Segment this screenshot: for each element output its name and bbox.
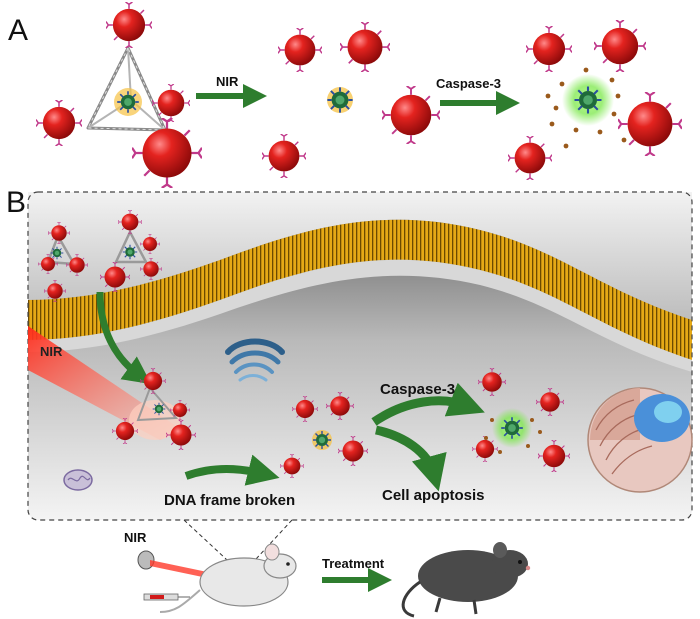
treatment-label: Treatment	[322, 556, 385, 571]
laser-label: NIR	[40, 344, 63, 359]
green-core-icon	[326, 86, 354, 114]
golgi-icon	[225, 338, 285, 382]
green-core-icon	[573, 85, 603, 115]
fragment-dots	[545, 67, 627, 149]
nanoparticle-icon	[106, 2, 152, 48]
bottom-nir-label: NIR	[124, 530, 147, 545]
intracellular-released	[280, 392, 368, 478]
arrow-caspase-label: Caspase-3	[436, 76, 501, 91]
green-core-icon	[500, 416, 524, 440]
intracellular-activated	[472, 368, 570, 472]
nanoparticle-icon	[262, 134, 306, 178]
treatment-arrow: Treatment	[322, 556, 392, 592]
nanoparticle-icon	[382, 86, 440, 144]
panel-b-letter: B	[6, 186, 26, 219]
mitochondrion-icon	[63, 469, 93, 491]
caspase-arrow: Caspase-3	[371, 381, 485, 426]
nanoparticle-icon	[618, 92, 682, 156]
tetrahedron-assembly	[36, 2, 202, 188]
entry-arrow	[96, 291, 152, 385]
nanoparticle-icon	[594, 20, 646, 72]
nanoparticle-icon	[36, 100, 82, 146]
panel-a-letter: A	[8, 14, 28, 47]
fragment-dots	[484, 418, 542, 454]
mouse-icon	[159, 543, 297, 613]
syringe-icon	[143, 593, 190, 601]
frame-broken-label: DNA frame broken	[164, 492, 295, 509]
arrow-nir-label: NIR	[216, 74, 239, 89]
frame-broken-arrow: DNA frame broken	[164, 454, 295, 509]
nanoparticle-icon	[340, 22, 390, 72]
nanoparticle-icon	[526, 26, 572, 72]
cell-scene	[27, 191, 693, 521]
apoptosis-label: Cell apoptosis	[382, 487, 485, 504]
mouse-icon	[401, 542, 531, 618]
extracellular-assemblies	[38, 210, 162, 302]
dna-tetrahedron-icon	[86, 46, 167, 132]
released-state	[262, 22, 440, 178]
arrow-caspase: Caspase-3	[436, 76, 520, 115]
intracellular-assembly	[112, 368, 196, 450]
nanoparticle-icon	[278, 28, 322, 72]
nanoparticle-icon	[508, 136, 552, 180]
apoptosis-arrow: Cell apoptosis	[374, 425, 485, 504]
cleaved-state	[508, 20, 682, 180]
arrow-nir: NIR	[196, 74, 267, 108]
caspase-label: Caspase-3	[380, 381, 455, 398]
nucleus-icon	[587, 387, 693, 493]
green-core-icon	[312, 430, 332, 450]
